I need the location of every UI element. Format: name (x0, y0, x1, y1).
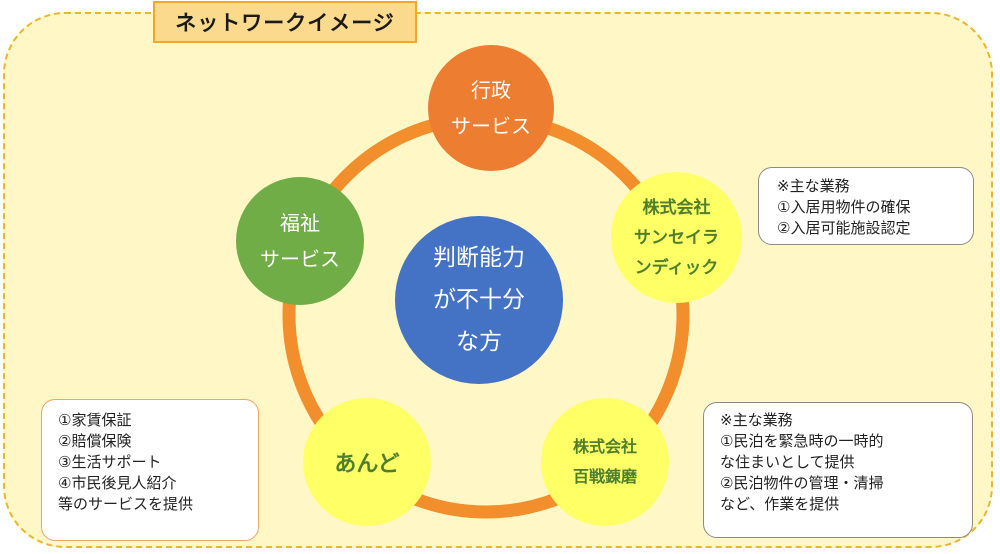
note-line: な住まいとして提供 (720, 453, 855, 471)
node-label-line: な方 (456, 329, 502, 355)
note-line: ①民泊を緊急時の一時的 (720, 432, 884, 450)
node-welfare-service: 福祉 サービス (236, 177, 364, 305)
node-person-with-limited-capacity: 判断能力 が不十分 な方 (395, 216, 563, 384)
node-administrative-service: 行政 サービス (428, 45, 554, 171)
note-hyakusen-duties: ※主な業務 ①民泊を緊急時の一時的 な住まいとして提供 ②民泊物件の管理・清掃 … (703, 402, 973, 538)
note-line: ※主な業務 (777, 177, 850, 195)
node-and: あんど (303, 398, 431, 526)
note-line: ①家賃保証 (58, 411, 132, 429)
node-label-line: が不十分 (433, 287, 525, 313)
note-line: ②民泊物件の管理・清掃 (720, 474, 884, 492)
note-line: など、作業を提供 (720, 495, 840, 513)
note-line: ④市民後見人紹介 (58, 474, 177, 492)
title-text: ネットワークイメージ (175, 11, 395, 35)
diagram-title: ネットワークイメージ (153, 1, 417, 43)
node-label-line: 株式会社 (572, 437, 637, 456)
note-line: ②賠償保険 (58, 432, 132, 450)
node-label-line: 行政 (471, 78, 511, 102)
node-label-line: サービス (451, 114, 531, 138)
node-hyakusen-renma: 株式会社 百戦錬磨 (541, 398, 669, 526)
node-label-line: サービス (260, 247, 340, 271)
node-sansei-landic: 株式会社 サンセイラ ンディック (611, 172, 742, 303)
note-line: 等のサービスを提供 (58, 495, 194, 513)
note-line: ①入居用物件の確保 (777, 198, 911, 216)
node-label-line: 福祉 (280, 211, 320, 235)
node-label-line: 百戦錬磨 (572, 467, 637, 486)
note-line: ②入居可能施設認定 (777, 219, 911, 237)
note-line: ※主な業務 (720, 411, 793, 429)
node-label-line: あんど (334, 452, 400, 477)
node-label-line: 判断能力 (433, 245, 525, 271)
note-and-services: ①家賃保証 ②賠償保険 ③生活サポート ④市民後見人紹介 等のサービスを提供 (41, 399, 259, 541)
node-label-line: ンディック (634, 257, 719, 278)
node-label-line: サンセイラ (634, 227, 719, 248)
note-line: ③生活サポート (58, 453, 162, 471)
note-sansei-duties: ※主な業務 ①入居用物件の確保 ②入居可能施設認定 (758, 167, 974, 245)
node-label-line: 株式会社 (642, 197, 711, 218)
